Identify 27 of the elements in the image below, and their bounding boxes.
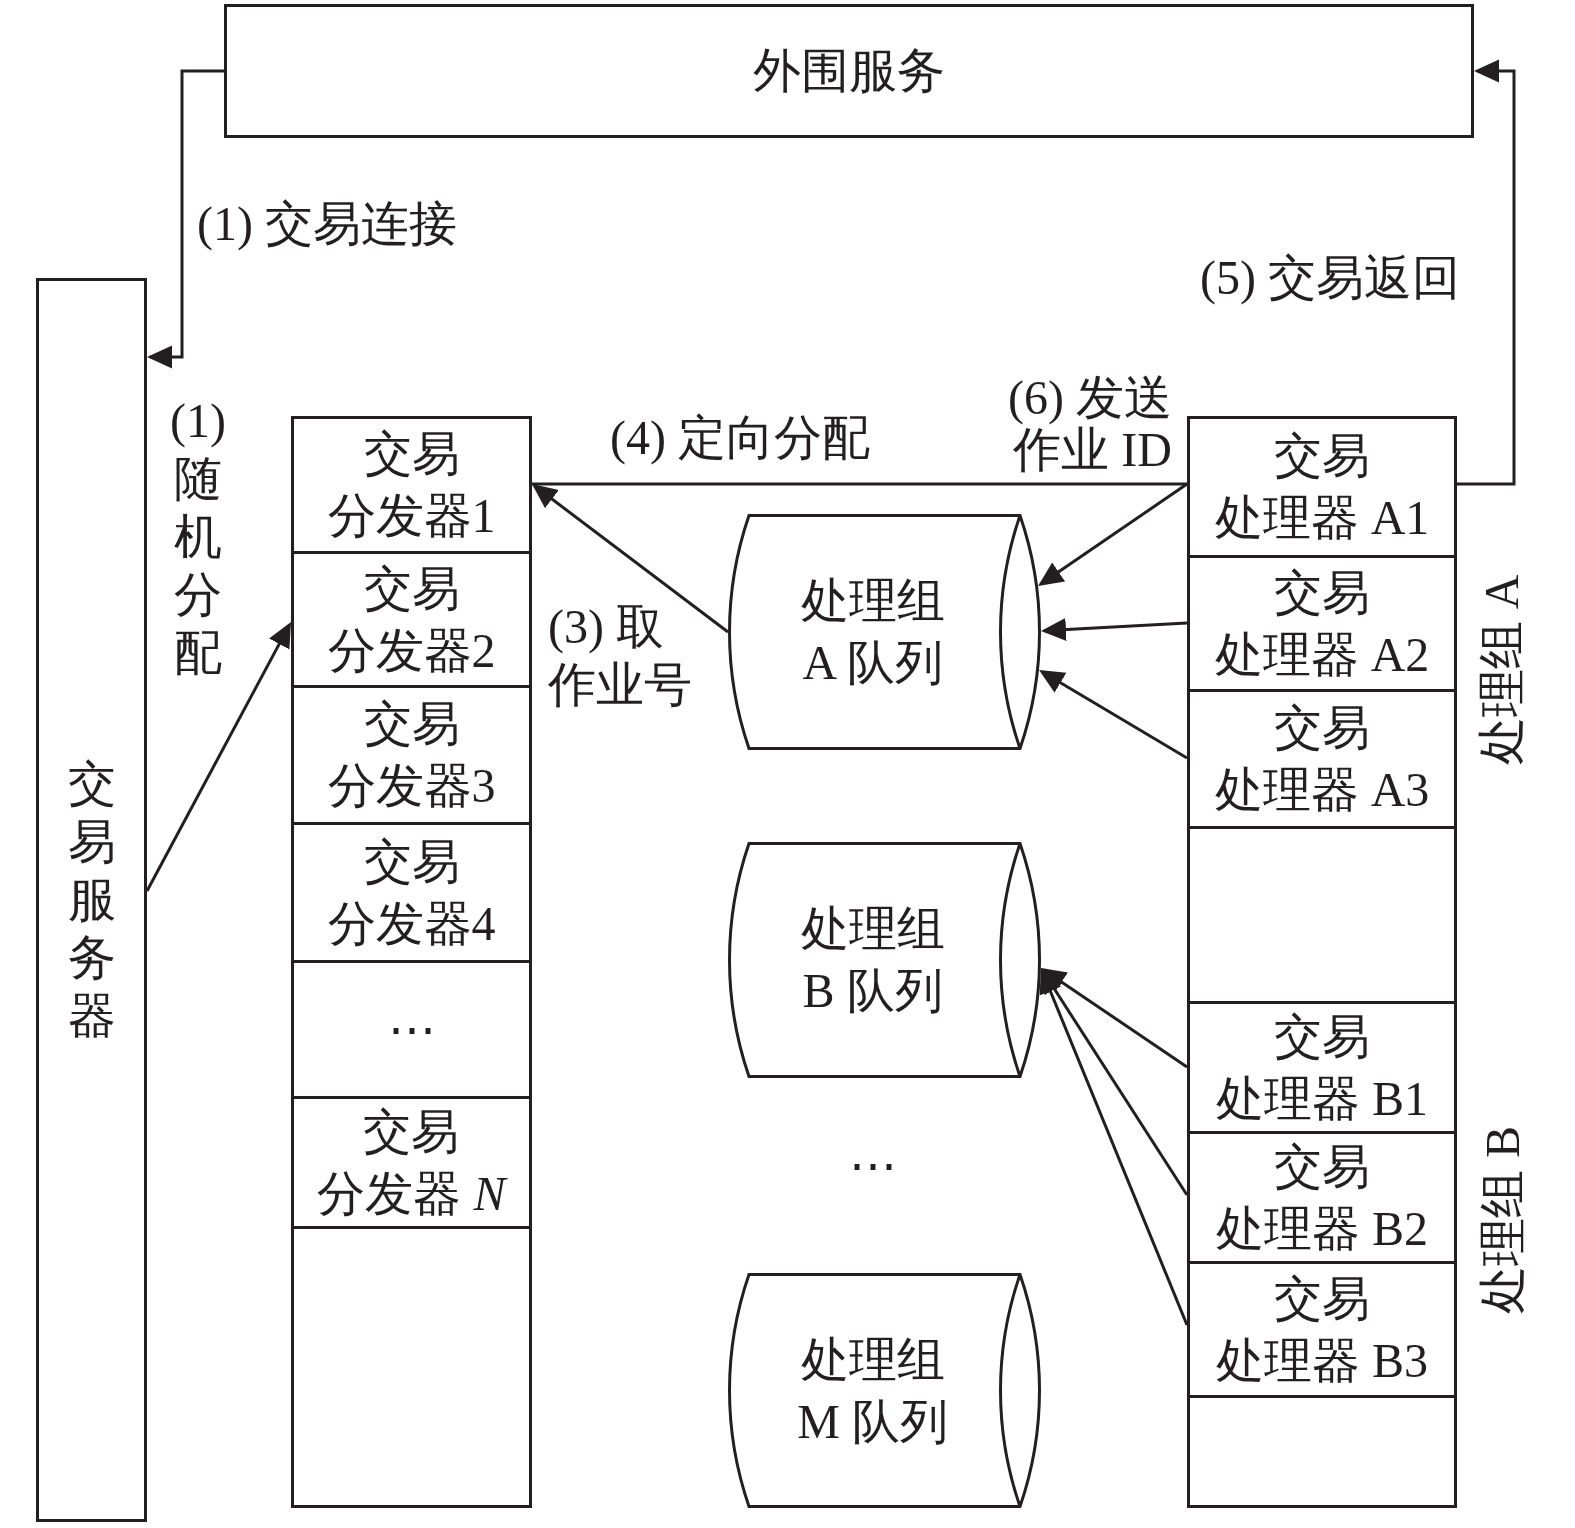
queue-cylinder: 处理组A 队列 <box>728 514 1041 750</box>
arrow <box>1038 482 1188 586</box>
group-label: 处理组 A <box>1476 574 1528 766</box>
queue-cylinder: 处理组M 队列 <box>728 1273 1041 1508</box>
edge-label: (1)随机分配 <box>169 393 227 681</box>
arrow <box>1040 968 1188 1069</box>
edge-label: (3) 取作业号 <box>548 599 692 713</box>
processor-column <box>1187 416 1457 1508</box>
edge-label: (1) 交易连接 <box>197 196 457 252</box>
arrow <box>1457 59 1516 486</box>
arrow <box>1039 669 1188 760</box>
connector-line <box>532 482 1187 486</box>
dispatcher-column <box>291 416 532 1508</box>
arrow <box>532 484 729 634</box>
queue-cylinder: 处理组B 队列 <box>728 842 1041 1078</box>
server-box: 交易服务器 <box>36 278 147 1522</box>
edge-label: (6) 发送作业 ID <box>1008 372 1172 476</box>
edge-label: (5) 交易返回 <box>1200 250 1460 306</box>
ellipsis-label: ⋯ <box>849 1140 897 1192</box>
arrow <box>147 69 224 369</box>
arrow <box>145 621 291 892</box>
arrow <box>1041 618 1188 642</box>
arrow <box>1039 968 1189 1326</box>
group-label: 处理组 B <box>1477 1126 1529 1314</box>
service-box: 外围服务 <box>224 4 1474 138</box>
arrow <box>1040 968 1189 1196</box>
edge-label: (4) 定向分配 <box>610 410 870 466</box>
